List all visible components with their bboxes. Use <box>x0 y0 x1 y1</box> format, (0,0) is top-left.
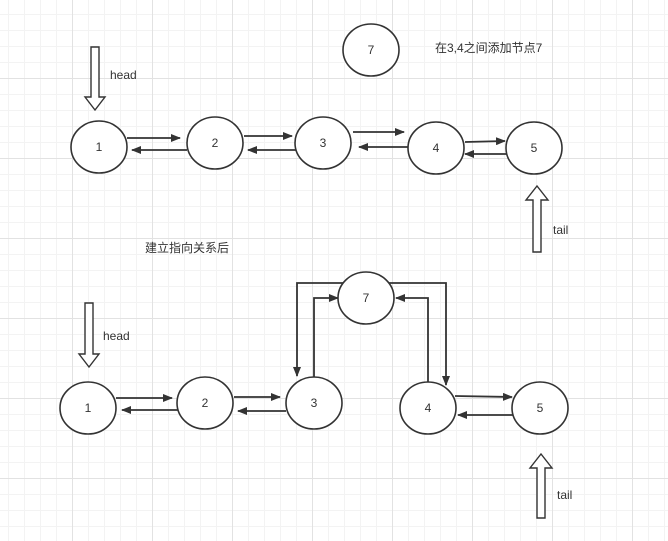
svg-text:7: 7 <box>368 43 375 57</box>
caption-after: 建立指向关系后 <box>145 240 229 255</box>
node-2: 2 <box>176 376 234 430</box>
node-2: 2 <box>186 116 244 170</box>
node-7-new: 7 <box>342 23 400 77</box>
head-arrow-icon <box>77 302 101 369</box>
edge-7-to-4 <box>389 282 450 386</box>
tail-arrow-icon <box>528 452 554 519</box>
svg-text:3: 3 <box>311 396 318 410</box>
node-5: 5 <box>511 381 569 435</box>
edge-4-to-5 <box>454 392 513 401</box>
svg-text:2: 2 <box>202 396 209 410</box>
svg-text:2: 2 <box>212 136 219 150</box>
tail-arrow-icon <box>524 184 550 253</box>
node-4: 4 <box>407 121 465 175</box>
head-label: head <box>103 329 130 343</box>
node-3: 3 <box>285 376 343 430</box>
head-label: head <box>110 68 137 82</box>
svg-text:1: 1 <box>85 401 92 415</box>
svg-text:5: 5 <box>531 141 538 155</box>
node-1: 1 <box>59 381 117 435</box>
node-1: 1 <box>70 120 128 174</box>
caption: 在3,4之间添加节点7 <box>435 41 543 55</box>
svg-text:4: 4 <box>433 141 440 155</box>
node-7: 7 <box>337 271 395 325</box>
node-3: 3 <box>294 116 352 170</box>
edge-7-to-3 <box>293 282 345 377</box>
bottom-diagram: 建立指向关系后 head tail 1 2 3 7 4 5 <box>59 240 572 519</box>
svg-text:3: 3 <box>320 136 327 150</box>
node-4: 4 <box>399 381 457 435</box>
tail-label: tail <box>553 223 568 237</box>
svg-text:7: 7 <box>363 291 370 305</box>
svg-text:1: 1 <box>96 140 103 154</box>
edge-4-to-7 <box>395 294 429 383</box>
tail-label: tail <box>557 488 572 502</box>
edge-4-to-5 <box>464 137 506 146</box>
top-diagram: head tail 在3,4之间添加节点7 1 2 3 4 5 7 <box>70 23 568 253</box>
edge-3-to-7 <box>313 294 339 378</box>
svg-text:5: 5 <box>537 401 544 415</box>
head-arrow-icon <box>83 46 107 112</box>
node-5: 5 <box>505 121 563 175</box>
svg-text:4: 4 <box>425 401 432 415</box>
